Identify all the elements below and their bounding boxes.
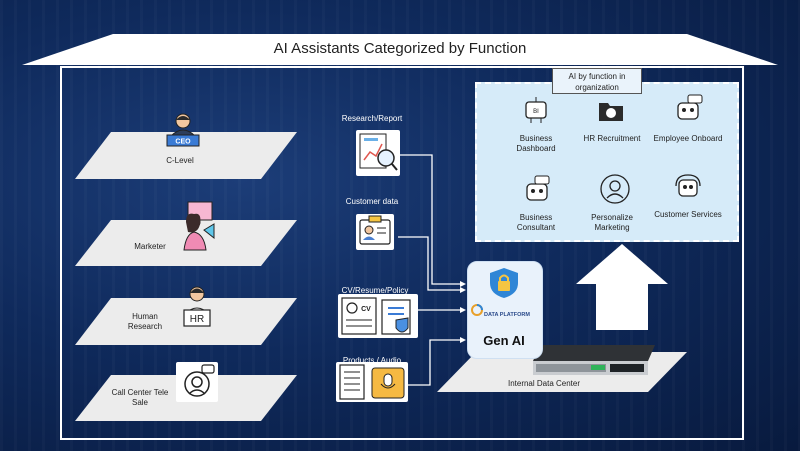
diagram-frame — [60, 66, 744, 440]
function-label-hr-recruitment: HR Recruitment — [583, 134, 641, 143]
connector-products — [408, 339, 460, 386]
source-label-research: Research/Report — [341, 114, 403, 123]
svg-text:BI: BI — [533, 109, 539, 115]
cv-badge: CV — [361, 306, 371, 313]
role-label-hr: Human Research — [127, 312, 163, 331]
role-label-marketer: Marketer — [134, 242, 166, 251]
data-platform-label: DATA PLATFORM — [484, 312, 530, 318]
function-label-personalize-marketing: Personalize Marketing — [591, 213, 633, 232]
up-arrow — [576, 244, 668, 330]
plane-c-level — [75, 132, 297, 179]
call-center-icon — [184, 364, 215, 397]
data-platform-logo-icon — [471, 304, 483, 316]
robot-chat-icon-2 — [526, 175, 550, 201]
arrowhead-4 — [460, 337, 466, 343]
function-label-employee-onboard: Employee Onboard — [653, 134, 723, 143]
function-panel-header: AI by function in organization — [552, 68, 642, 94]
ceo-badge: CEO — [175, 139, 191, 146]
source-label-cv: CV/Resume/Policy — [341, 286, 409, 295]
role-label-call-center: Call Center Tele Sale — [111, 388, 169, 407]
function-label-business-consultant: Business Consultant — [516, 213, 556, 232]
diagram-title: AI Assistants Categorized by Function — [273, 40, 527, 57]
robot-chat-icon — [677, 94, 703, 120]
target-person-icon — [600, 174, 630, 204]
title-banner — [22, 34, 778, 65]
arrowhead-1 — [460, 281, 466, 287]
folder-recruitment-icon — [599, 103, 623, 121]
source-label-customer: Customer data — [345, 197, 399, 206]
report-icon — [359, 133, 398, 171]
dashboard-robot-icon: BI — [525, 97, 547, 123]
products-audio-icon — [339, 364, 405, 400]
shield-lock-icon — [490, 268, 518, 298]
customer-card-icon — [359, 215, 391, 245]
cv-policy-icon: CV — [341, 297, 411, 335]
source-label-products: Products / Audio — [342, 356, 402, 365]
ceo-icon: CEO — [166, 113, 200, 147]
marketer-icon — [183, 201, 215, 251]
server-icon — [533, 345, 655, 375]
function-label-business-dashboard: Business Dashboard — [516, 134, 556, 153]
arrowhead-3 — [460, 307, 466, 313]
datacenter-label: Internal Data Center — [507, 379, 581, 388]
genai-title: Gen AI — [483, 333, 525, 348]
role-label-c-level: C-Level — [166, 156, 194, 165]
hr-icon: HR — [183, 286, 211, 327]
arrowhead-2 — [460, 287, 466, 293]
function-label-customer-services: Customer Services — [654, 210, 722, 219]
connector-research — [400, 154, 460, 285]
robot-headset-icon — [675, 174, 701, 197]
hr-badge: HR — [190, 314, 204, 325]
connector-customer — [398, 236, 460, 291]
